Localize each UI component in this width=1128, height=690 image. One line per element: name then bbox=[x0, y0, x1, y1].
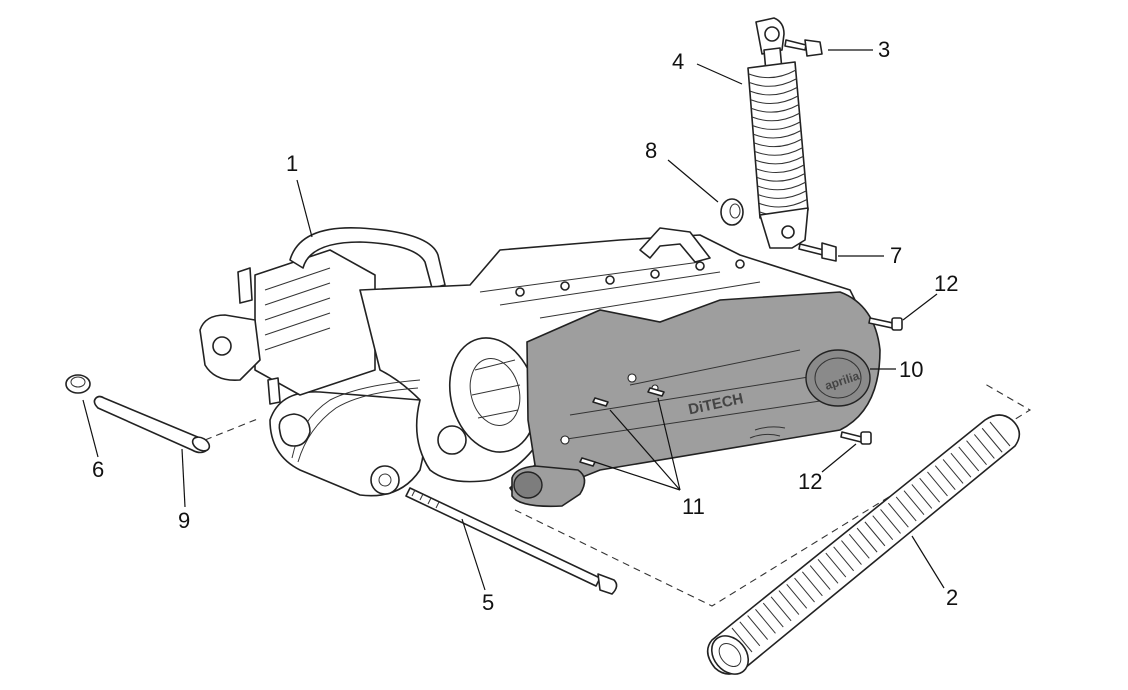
tube-rib bbox=[864, 521, 886, 547]
spring-coil bbox=[757, 173, 806, 182]
callout-5: 5 bbox=[482, 590, 494, 615]
spring-coil bbox=[753, 129, 802, 139]
tube-rib bbox=[770, 596, 792, 622]
spring-coil bbox=[759, 198, 808, 208]
spring-coil bbox=[752, 121, 801, 130]
spring-coil bbox=[755, 155, 804, 165]
grommet-part bbox=[65, 374, 91, 394]
tube-rib bbox=[981, 427, 1003, 453]
tube-rib bbox=[739, 621, 761, 647]
spring-coil bbox=[749, 78, 797, 87]
tube-rib bbox=[747, 615, 769, 640]
tube-rib bbox=[762, 602, 784, 628]
spring-coil bbox=[754, 138, 803, 148]
shock-bottom-bolt-part bbox=[798, 242, 837, 262]
callout-2: 2 bbox=[946, 585, 958, 610]
tube-rib bbox=[755, 608, 776, 634]
tube-rib bbox=[809, 565, 831, 590]
spring-coil bbox=[752, 112, 800, 122]
tube-rib bbox=[872, 515, 894, 540]
tube-rib bbox=[825, 552, 847, 578]
tube-rib bbox=[833, 546, 855, 572]
spring-coil bbox=[756, 164, 805, 174]
callout-11: 11 bbox=[682, 494, 705, 519]
sleeve-part bbox=[93, 395, 211, 454]
transmission-cover-part: aprilia DiTECH bbox=[508, 291, 881, 508]
callout-12-upper: 12 bbox=[934, 271, 958, 296]
spring-coil bbox=[750, 86, 798, 96]
tube-rib bbox=[731, 627, 753, 653]
long-bolt-part bbox=[405, 487, 618, 595]
spring-coil bbox=[750, 95, 799, 105]
tube-rib bbox=[817, 559, 839, 584]
spring-coil bbox=[748, 69, 797, 79]
spring-coil bbox=[755, 147, 803, 156]
rear-shock-absorber-part bbox=[747, 17, 809, 249]
tube-rib bbox=[927, 471, 948, 497]
tube-rib bbox=[911, 484, 933, 509]
tube-rib bbox=[919, 477, 941, 503]
flexible-tube-part bbox=[706, 414, 1021, 675]
shock-top-bolt-part bbox=[784, 39, 823, 57]
dashed-reference-lines bbox=[204, 383, 1032, 607]
callout-10: 10 bbox=[899, 357, 923, 382]
callout-labels: 1 2 3 4 5 6 7 8 9 10 11 12 12 bbox=[92, 37, 958, 615]
cover-bolt-lower-part bbox=[840, 431, 872, 445]
callout-3: 3 bbox=[878, 37, 890, 62]
cover-screws-part bbox=[579, 387, 665, 467]
tube-rib bbox=[778, 590, 800, 615]
shock-bushing-part bbox=[720, 198, 744, 226]
tube-rib bbox=[958, 446, 980, 472]
tube-rib bbox=[786, 583, 808, 609]
cover-bolt-upper-part bbox=[868, 317, 903, 331]
tube-rib bbox=[973, 434, 995, 459]
tube-rib bbox=[794, 577, 815, 603]
callout-9: 9 bbox=[178, 508, 190, 533]
tube-rib bbox=[942, 459, 964, 484]
tube-rib bbox=[801, 571, 823, 597]
spring-coil bbox=[757, 181, 806, 191]
tube-rib bbox=[966, 440, 987, 466]
tube-rib bbox=[895, 496, 917, 522]
callout-8: 8 bbox=[645, 138, 657, 163]
tube-rib bbox=[989, 421, 1011, 447]
spring-coil bbox=[758, 190, 807, 199]
callout-1: 1 bbox=[286, 151, 298, 176]
spring-coil bbox=[751, 104, 800, 113]
leader-lines bbox=[82, 49, 945, 591]
tube-rib bbox=[880, 509, 901, 534]
callout-4: 4 bbox=[672, 49, 684, 74]
tube-rib bbox=[903, 490, 925, 515]
tube-rib bbox=[848, 534, 870, 559]
tube-rib bbox=[856, 527, 878, 553]
callout-7: 7 bbox=[890, 243, 902, 268]
callout-12-lower: 12 bbox=[798, 469, 822, 494]
callout-6: 6 bbox=[92, 457, 104, 482]
tube-rib bbox=[841, 540, 862, 565]
tube-rib bbox=[887, 502, 909, 528]
tube-rib bbox=[950, 452, 972, 478]
tube-rib bbox=[934, 465, 956, 491]
